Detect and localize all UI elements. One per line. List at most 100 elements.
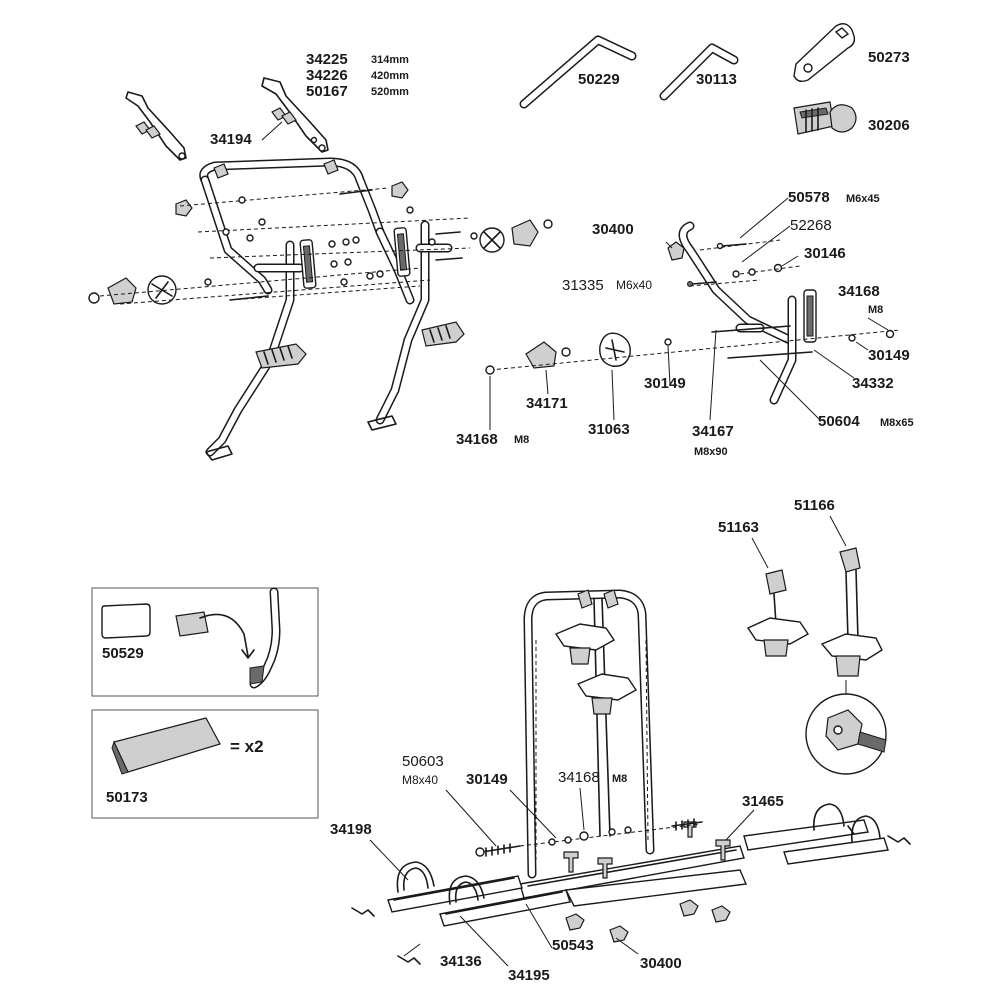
wheel-strap-right-2 — [850, 815, 881, 843]
support-arm-right — [261, 77, 329, 153]
label-34168-right: 34168 — [838, 283, 880, 300]
rail-left-outer — [387, 875, 523, 913]
bolt-50603-line — [475, 818, 703, 857]
support-arm-left — [125, 91, 187, 161]
label-30113: 30113 — [696, 71, 737, 88]
label-30146: 30146 — [804, 245, 846, 262]
allen-key-30113 — [659, 43, 739, 101]
label-34226: 34226 — [306, 67, 348, 84]
spec-50603: M8x40 — [402, 773, 438, 787]
clamp-plate-34332 — [803, 289, 817, 343]
rails-bottom — [351, 787, 911, 967]
nut-30146 — [773, 263, 783, 273]
label-34136: 34136 — [440, 953, 482, 970]
carrier-frame-bottom — [523, 589, 655, 879]
spec-34168-left: M8 — [514, 434, 529, 446]
rail-right-outer — [743, 819, 889, 865]
clip-34194-right — [271, 107, 297, 125]
label-50603: 50603 — [402, 753, 444, 770]
label-50543: 50543 — [552, 937, 594, 954]
key-tool-50273 — [793, 23, 856, 83]
label-50273: 50273 — [868, 49, 910, 66]
rail-center-lower — [564, 869, 748, 907]
clamp-plate-right — [393, 227, 411, 277]
label-34195: 34195 — [508, 967, 550, 984]
spec-34226: 420mm — [371, 70, 409, 82]
knob-34171-left-assembly — [88, 275, 177, 305]
frame-assembly-top-left — [88, 77, 553, 461]
lock-cylinder-30206 — [793, 101, 857, 135]
clamp-plate-left — [299, 239, 317, 289]
clamp-arm-51166 — [820, 515, 883, 677]
main-frame — [199, 157, 453, 461]
label-50167: 50167 — [306, 83, 348, 100]
label-34198: 34198 — [330, 821, 372, 838]
end-clips — [351, 825, 911, 965]
wheel-strap-left-2 — [448, 875, 485, 905]
spec-50604: M8x65 — [880, 417, 914, 429]
part-labels: 34225 314mm 34226 420mm 50167 520mm 3419… — [102, 49, 914, 984]
label-30149-right: 30149 — [868, 347, 910, 364]
label-50229: 50229 — [578, 71, 620, 88]
knob-top-small — [175, 181, 409, 217]
label-31063: 31063 — [588, 421, 630, 438]
leaders-right — [489, 197, 889, 430]
label-34168-left: 34168 — [456, 431, 498, 448]
spec-34225: 314mm — [371, 54, 409, 66]
hardware-lines-right — [485, 239, 901, 375]
label-50604: 50604 — [818, 413, 860, 430]
wheel-strap-34198 — [396, 861, 435, 893]
leaders-bottom — [369, 787, 755, 967]
label-50578: 50578 — [788, 189, 830, 206]
label-30149-mid: 30149 — [644, 375, 686, 392]
spec-50578: M6x45 — [846, 193, 880, 205]
label-51166: 51166 — [794, 497, 835, 514]
knob-31063-right-assembly — [479, 219, 553, 253]
label-34225: 34225 — [306, 51, 348, 68]
label-34167: 34167 — [692, 423, 734, 440]
info-box-50173 — [91, 709, 319, 819]
label-30400-top: 30400 — [592, 221, 634, 238]
label-52268: 52268 — [790, 217, 832, 234]
bolt-31335 — [687, 281, 717, 287]
quantity-note-x2: = x2 — [230, 737, 264, 756]
knob-34171-right — [525, 341, 571, 369]
side-assembly-right — [485, 197, 901, 430]
allen-key-50229 — [519, 35, 637, 109]
wheel-strap-right-1 — [813, 803, 845, 831]
frame-clamp-lower — [576, 589, 638, 715]
label-34194: 34194 — [210, 131, 252, 148]
label-34332: 34332 — [852, 375, 894, 392]
wheel-holder-left — [255, 343, 307, 369]
label-30149-bottom: 30149 — [466, 771, 508, 788]
label-30206: 30206 — [868, 117, 910, 134]
label-34168-bottom: 34168 — [558, 769, 600, 786]
label-31465: 31465 — [742, 793, 784, 810]
info-box-50529 — [91, 587, 319, 697]
label-50173: 50173 — [106, 789, 148, 806]
knob-detail-inset — [805, 680, 887, 775]
wheel-holder-right — [421, 321, 465, 347]
label-34171: 34171 — [526, 395, 568, 412]
label-30400-bottom: 30400 — [640, 955, 682, 972]
spec-50167: 520mm — [371, 86, 409, 98]
hardware-lines-left — [99, 187, 478, 305]
label-51163: 51163 — [718, 519, 759, 536]
spec-31335: M6x40 — [616, 278, 652, 292]
knob-31063-right — [599, 332, 631, 367]
spec-34168-bottom: M8 — [612, 773, 627, 785]
clips-30400-bottom — [565, 899, 731, 943]
rail-center-50543 — [519, 845, 745, 899]
frame-clamp-upper — [554, 589, 616, 665]
leader-34194 — [261, 121, 283, 141]
spec-34168-right: M8 — [868, 304, 883, 316]
clip-30400-top — [667, 241, 685, 261]
spec-34167: M8x90 — [694, 446, 728, 458]
rail-left-34195 — [439, 889, 571, 927]
label-50529: 50529 — [102, 645, 144, 662]
label-31335: 31335 — [562, 277, 604, 294]
clip-34194-left — [135, 121, 161, 139]
clamp-arm-51163 — [746, 537, 810, 657]
t-bolts — [563, 821, 731, 879]
